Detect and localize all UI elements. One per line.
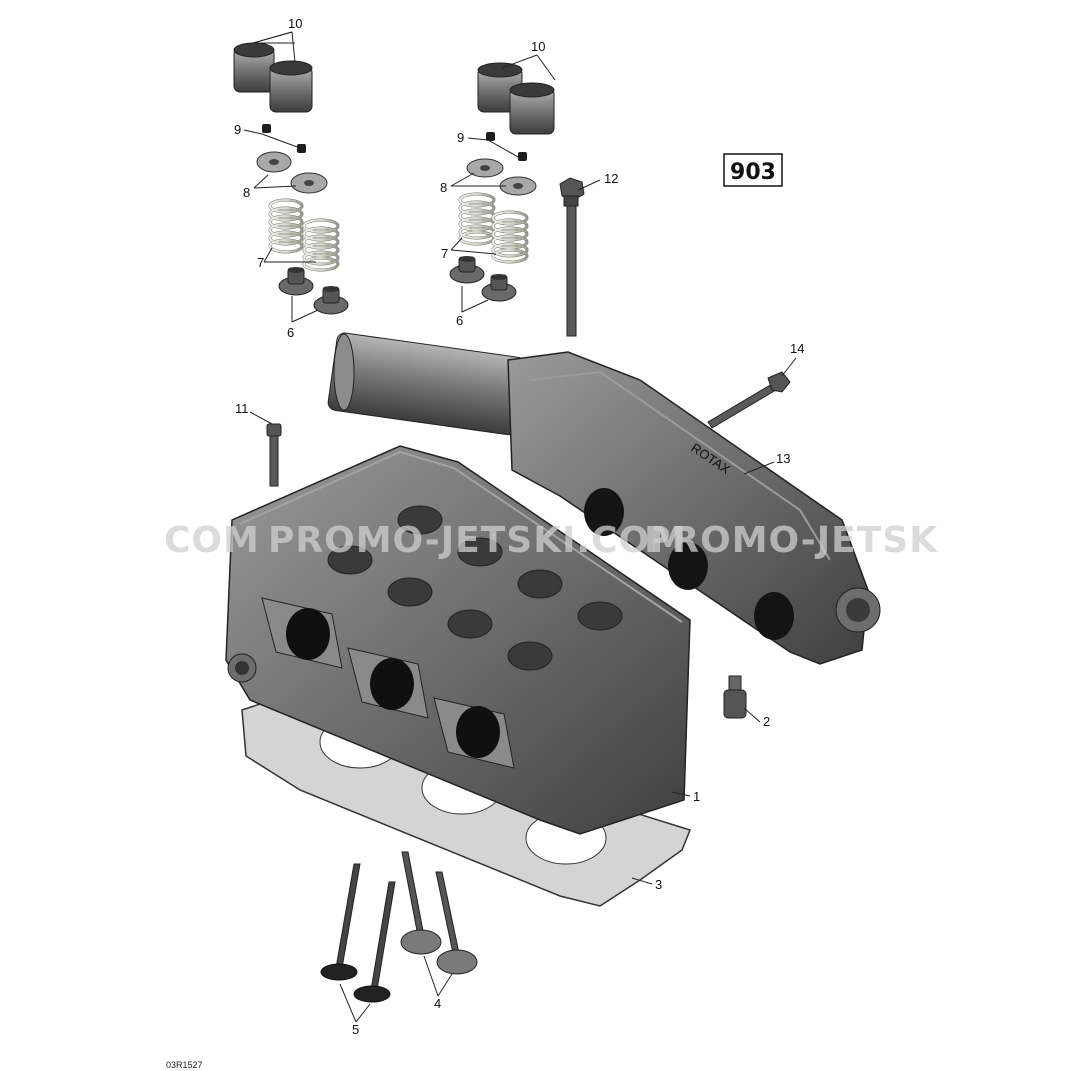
plug-fitting-2 [723, 675, 747, 719]
cylinder-head-bolt-12 [559, 177, 585, 337]
callout-14: 14 [790, 341, 804, 356]
valve-stem-seal-right [449, 256, 517, 302]
callout-4: 4 [434, 996, 441, 1011]
callout-8-right: 8 [440, 180, 447, 195]
callout-10-left: 10 [288, 16, 302, 31]
leader-lines [243, 31, 797, 1023]
bucket-tappet-right-2 [509, 82, 555, 135]
callout-7-left: 7 [257, 255, 264, 270]
callout-numbers: 10 10 9 9 8 8 7 7 6 6 12 11 14 13 2 1 3 … [234, 16, 804, 1037]
callout-10-right: 10 [531, 39, 545, 54]
bucket-tappet-left-1 [233, 42, 275, 93]
callout-3: 3 [655, 877, 662, 892]
watermark-left: COM [164, 520, 260, 561]
exhaust-valves-5 [320, 863, 396, 1003]
valve-stem-seal-left [278, 267, 349, 315]
spring-retainer-left [256, 151, 328, 194]
callout-9-right: 9 [457, 130, 464, 145]
bucket-tappet-left-2 [269, 60, 313, 113]
diagram-badge: 903 [723, 153, 783, 187]
cylinder-head-1 [225, 445, 691, 835]
bolt-11 [266, 423, 282, 487]
callout-1: 1 [693, 789, 700, 804]
reference-code: 03R1527 [166, 1060, 203, 1070]
callout-6-left: 6 [287, 325, 294, 340]
valve-key-left [262, 124, 306, 153]
bolt-14 [707, 371, 791, 429]
watermark: COM PROMO-JETSKI.COM PROMO-JETSK [164, 520, 938, 561]
exhaust-manifold-13: ROTAX [327, 332, 881, 665]
callout-11: 11 [235, 401, 249, 416]
callout-13: 13 [776, 451, 790, 466]
callout-2: 2 [763, 714, 770, 729]
callout-9-left: 9 [234, 122, 241, 137]
spring-retainer-right [466, 158, 537, 196]
diagram-badge-text: 903 [730, 160, 776, 185]
watermark-middle: PROMO-JETSKI.COM [268, 520, 687, 561]
watermark-right: PROMO-JETSK [644, 520, 938, 561]
callout-5: 5 [352, 1022, 359, 1037]
valve-spring-right [458, 192, 529, 264]
valve-spring-left [268, 198, 340, 272]
callout-12: 12 [604, 171, 618, 186]
callout-6-right: 6 [456, 313, 463, 328]
callout-8-left: 8 [243, 185, 250, 200]
valve-key-right [486, 132, 527, 161]
callout-7-right: 7 [441, 246, 448, 261]
intake-valves-4 [400, 851, 478, 975]
